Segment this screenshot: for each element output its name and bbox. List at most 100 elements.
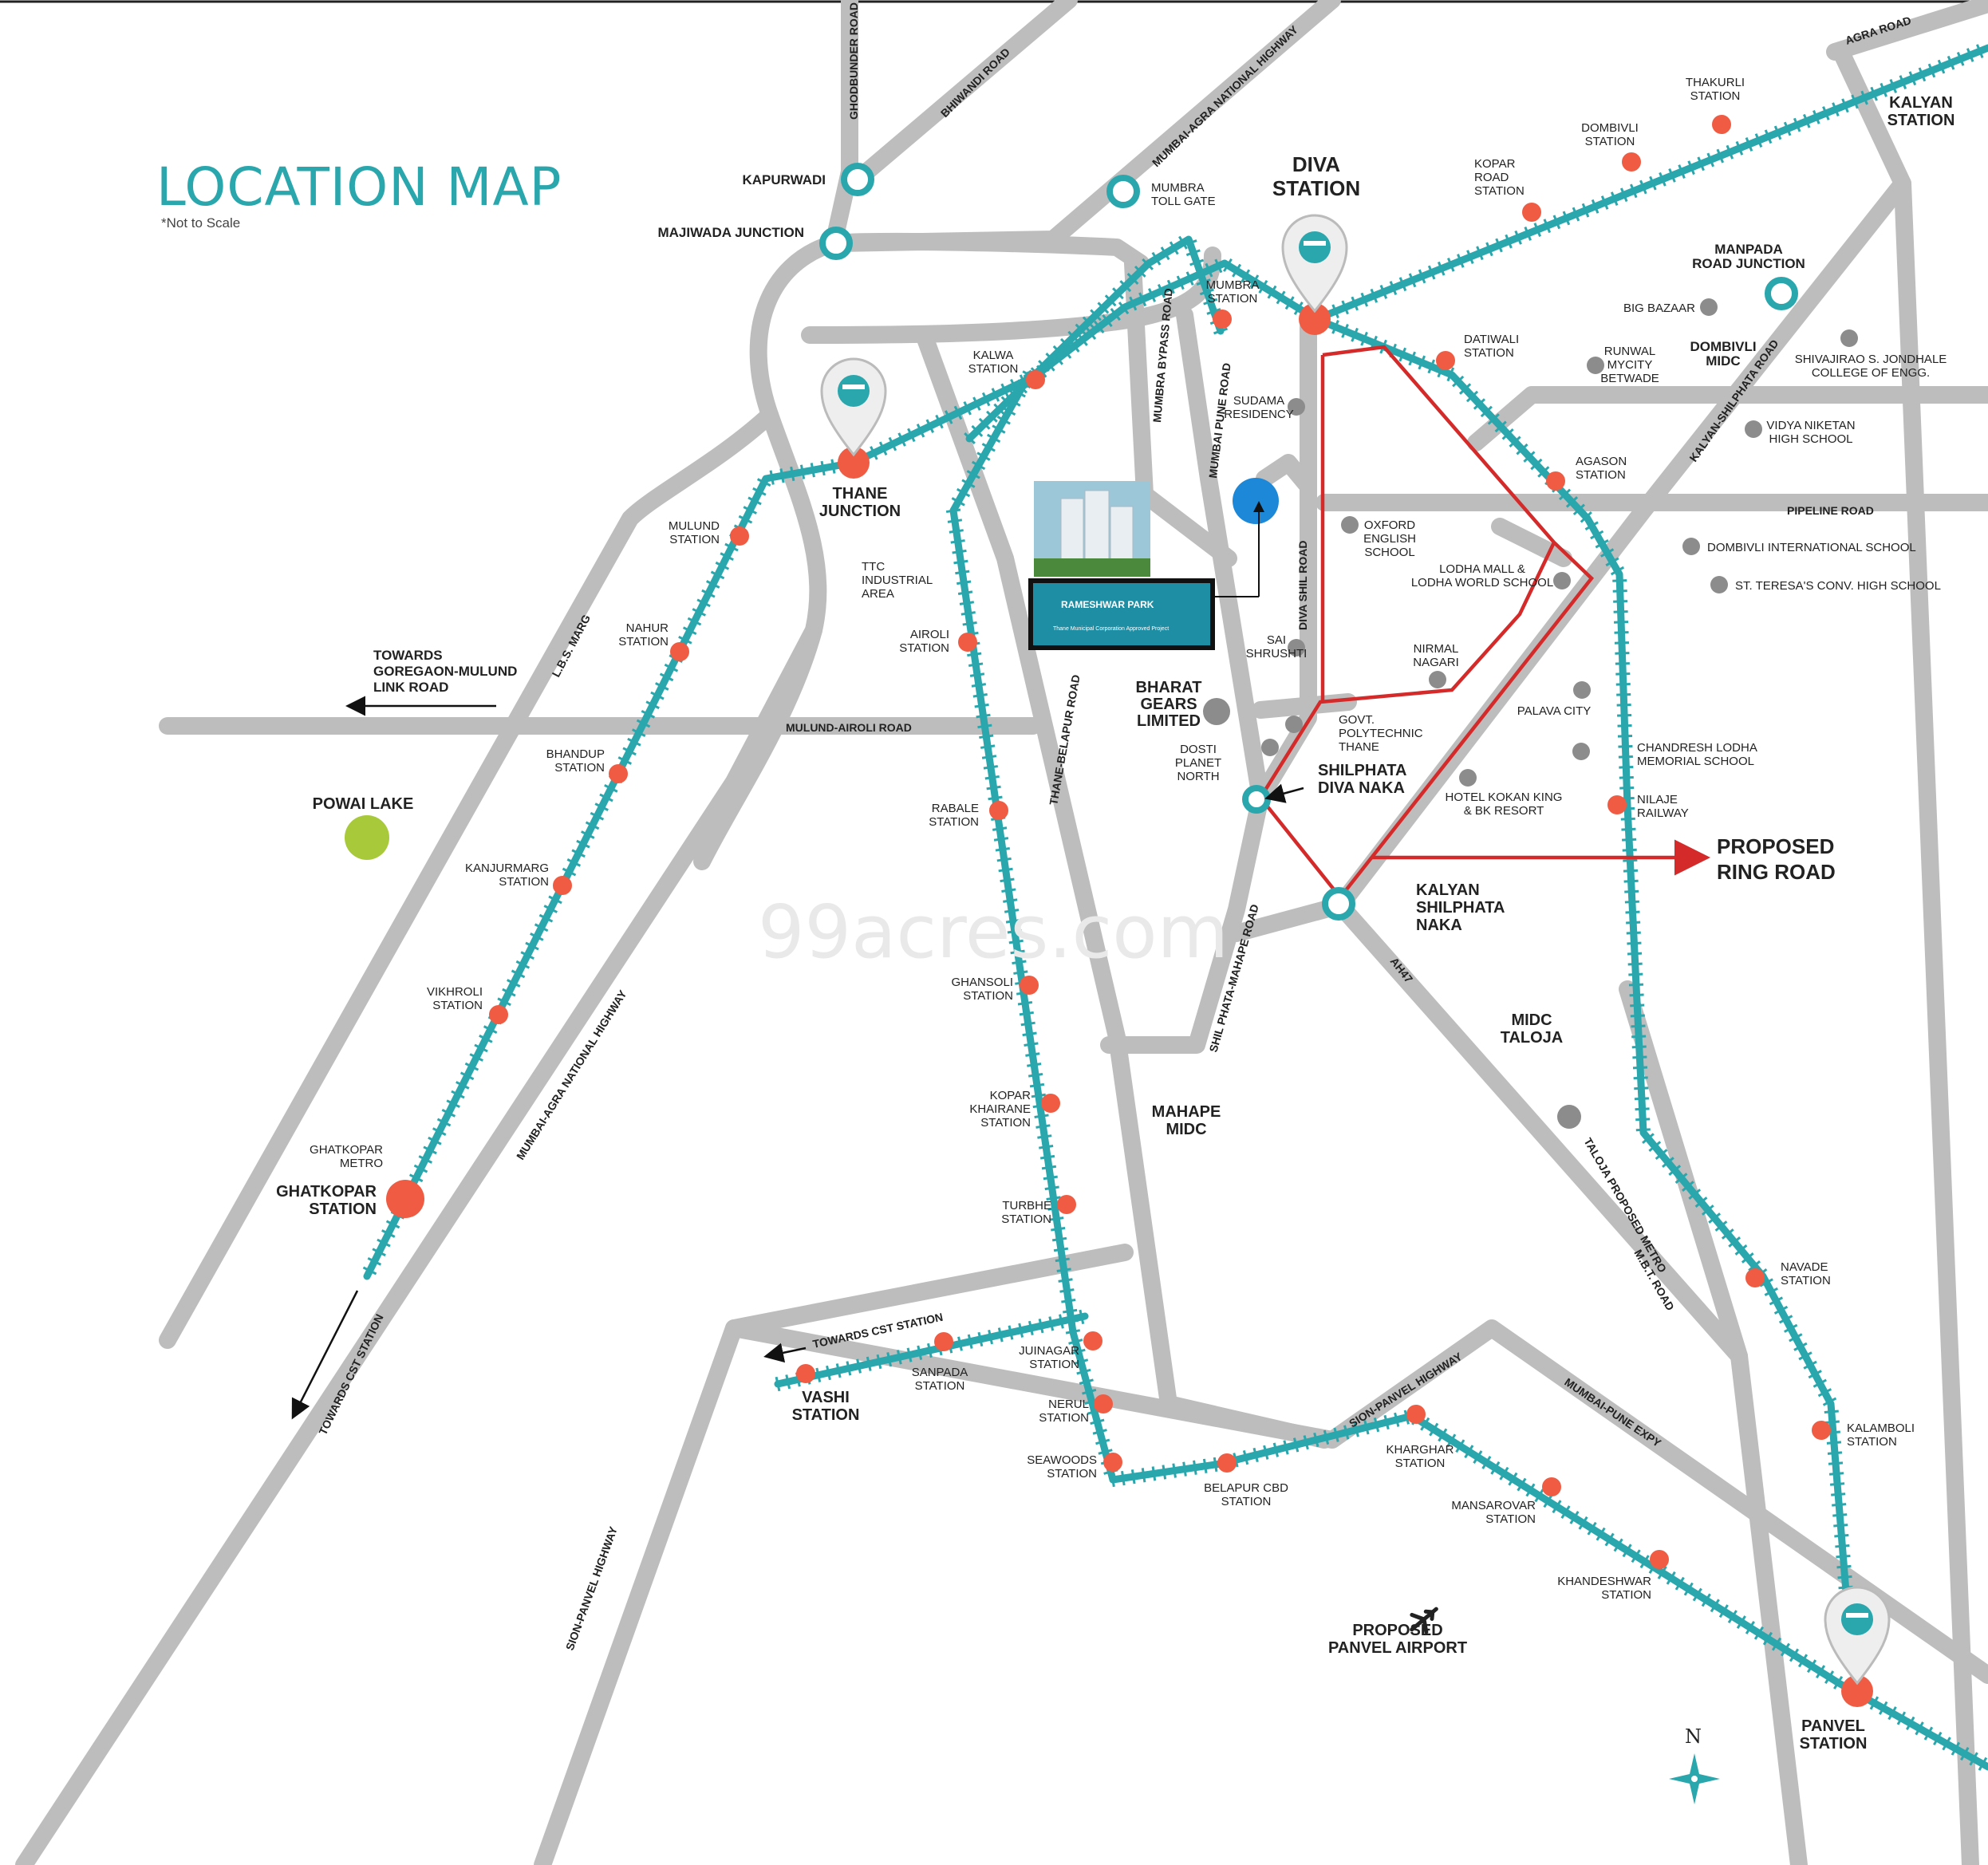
rail-tie [1828, 1472, 1844, 1476]
rail-tie [1303, 1435, 1309, 1450]
rail-tie [1815, 1665, 1826, 1679]
rail-tie [949, 529, 964, 534]
rail-tie [1552, 1500, 1562, 1514]
rail-tie [1313, 1432, 1319, 1448]
rail-tie [1618, 755, 1633, 759]
rail-tie [1473, 398, 1486, 410]
rail-tie [566, 858, 582, 867]
rail-tie [1178, 235, 1188, 250]
rail-tie [1039, 1145, 1054, 1149]
rail-tie [935, 414, 944, 429]
rail-tie [367, 1256, 382, 1266]
panvel-pin-icon [1824, 1586, 1891, 1707]
rail-tie [1604, 1532, 1615, 1547]
rail-tie [769, 470, 775, 485]
rail-tie [1622, 838, 1637, 842]
rail-tie [1543, 219, 1552, 234]
rail-tie [1383, 1414, 1390, 1430]
rail-tie [1572, 207, 1580, 222]
rail-tie [1514, 230, 1522, 245]
rail-tie [645, 700, 660, 710]
rail-tie [846, 1361, 852, 1376]
rail-tie [1067, 330, 1080, 343]
rail-tie [436, 1118, 452, 1127]
rail-tie [1648, 1141, 1662, 1153]
rail-tie [469, 1053, 483, 1062]
rail-tie [1918, 67, 1927, 82]
rail-tie [1880, 82, 1887, 97]
rail-tie [1975, 44, 1984, 59]
rail-tie [1773, 1305, 1789, 1315]
project-road [1256, 454, 1317, 495]
rail-tie [1666, 1571, 1676, 1585]
rail-tie [1077, 333, 1088, 346]
rail-tie [1624, 900, 1639, 904]
rail-tie [1642, 1133, 1655, 1145]
rail-tie [479, 1034, 493, 1043]
landmarks-hotel-kokan-label: HOTEL KOKAN KING& BK RESORT [1446, 791, 1563, 818]
rail-tie [1485, 242, 1493, 257]
rail-tie [1090, 1418, 1105, 1425]
rail-tie [1283, 1440, 1289, 1455]
rail-tie [1714, 1220, 1728, 1232]
rail-tie [1495, 238, 1503, 253]
big-bazaar-dot [1700, 298, 1718, 316]
rail-tie [515, 960, 531, 969]
rail-tie [992, 826, 1008, 831]
rail-tie [1343, 1425, 1350, 1440]
rail-tie [1596, 1527, 1606, 1541]
rail-tie [1048, 1316, 1055, 1331]
rail-tie [1222, 258, 1233, 272]
rail-tie [1621, 827, 1636, 831]
rail-tie [1635, 1107, 1650, 1111]
rail-tie [988, 795, 1003, 801]
naka-connector [1228, 897, 1349, 942]
rail-tie [1019, 1011, 1034, 1016]
rail-tie [1899, 75, 1907, 89]
runwal-dot [1587, 357, 1604, 374]
landmarks-dombivli-intl-label: DOMBIVLI INTERNATIONAL SCHOOL [1707, 541, 1916, 554]
rail-tie [1044, 358, 1055, 372]
rail-tie [460, 1071, 475, 1081]
rail-tie [1627, 941, 1642, 945]
rail-tie [1668, 168, 1676, 183]
rail-tie [1687, 160, 1695, 175]
rail-tie [1272, 1442, 1280, 1457]
dosti-dot [1261, 739, 1279, 756]
rail-tie [1333, 1427, 1339, 1442]
rail-tie [1951, 1741, 1961, 1756]
rail-tie [1748, 1260, 1761, 1272]
mulund-station-dot [730, 526, 749, 546]
rail-tie [1798, 1351, 1812, 1361]
rail-tie [1206, 308, 1221, 315]
rail-tie [1969, 1752, 1978, 1766]
rail-tie [1466, 250, 1474, 265]
rail-tie [1617, 735, 1633, 738]
project-name: RAMESHWAR PARK [1061, 599, 1154, 610]
rail-tie [687, 617, 702, 626]
landmarks-st-teresa-label: ST. TERESA'S CONV. HIGH SCHOOL [1735, 579, 1941, 593]
rail-tie [966, 470, 980, 479]
towards-cst-label-b: TOWARDS CST STATION [316, 1312, 385, 1437]
lbs-marg [159, 406, 779, 1349]
rail-tie [1373, 1417, 1380, 1433]
rail-tie [1630, 183, 1638, 199]
rail-tie [408, 1173, 424, 1183]
kanjurmarg-station-dot [553, 876, 572, 895]
rail-tie [799, 464, 806, 479]
nerul-station-dot [1094, 1394, 1113, 1414]
rail-tie [1617, 724, 1632, 727]
rail-tie [1027, 1063, 1042, 1067]
